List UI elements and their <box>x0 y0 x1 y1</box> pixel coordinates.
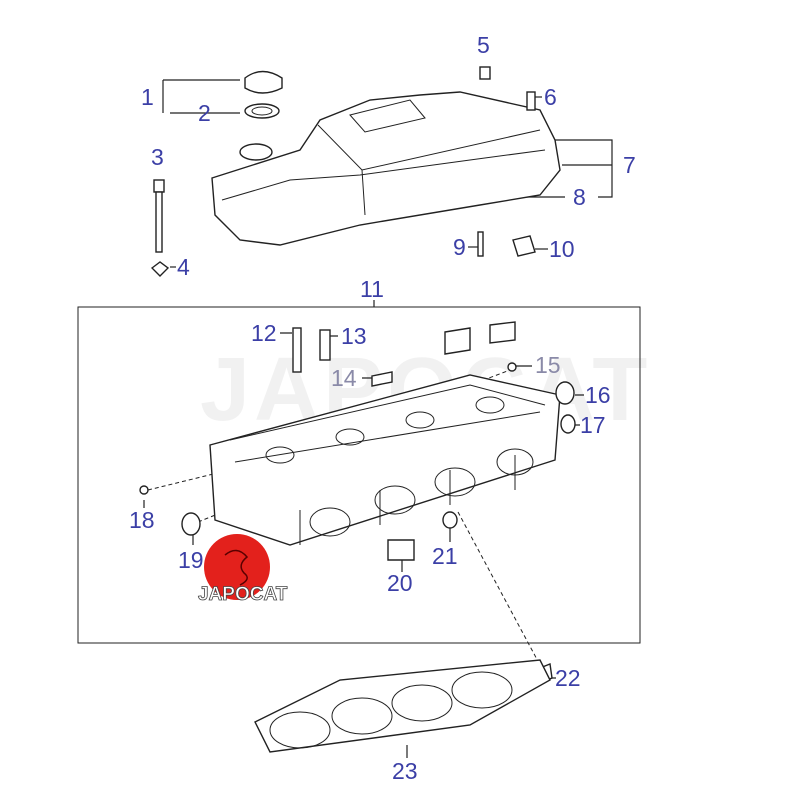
label-8: 8 <box>573 184 586 210</box>
label-13: 13 <box>341 323 367 349</box>
label-23: 23 <box>392 758 418 784</box>
pin-9 <box>477 231 484 257</box>
label-21: 21 <box>432 543 458 569</box>
label-19: 19 <box>178 547 204 573</box>
label-17: 17 <box>580 412 606 438</box>
oil-filler-cap <box>244 70 283 119</box>
label-9: 9 <box>453 234 466 260</box>
ball-15 <box>507 362 517 372</box>
label-15: 15 <box>535 352 561 378</box>
label-18: 18 <box>129 507 155 533</box>
bracket-10 <box>512 235 536 257</box>
valve-guide-12 <box>292 327 302 373</box>
cylinder-head-group-box <box>77 306 641 644</box>
seal-19 <box>181 512 201 536</box>
label-11: 11 <box>360 276 384 302</box>
stud-bolt <box>150 179 170 277</box>
label-12: 12 <box>251 320 277 346</box>
plug-21 <box>442 511 458 529</box>
seat-20 <box>387 539 415 561</box>
label-1: 1 <box>141 84 154 110</box>
plug-16 <box>555 381 575 405</box>
valve-guide-13 <box>319 329 331 361</box>
label-20: 20 <box>387 570 413 596</box>
label-7: 7 <box>623 152 636 178</box>
plug-14 <box>371 371 393 387</box>
label-4: 4 <box>177 254 190 280</box>
head-gasket <box>254 659 551 753</box>
label-5: 5 <box>477 32 490 58</box>
pin-18 <box>139 485 149 495</box>
label-3: 3 <box>151 144 164 170</box>
callout-labels: 1 2 3 4 5 6 7 8 9 10 11 12 13 14 15 16 1… <box>129 32 636 784</box>
bolt-5 <box>479 66 491 80</box>
cam-caps <box>444 321 516 355</box>
label-6: 6 <box>544 84 557 110</box>
plug-17 <box>560 414 576 434</box>
label-22: 22 <box>555 665 581 691</box>
label-2: 2 <box>198 100 211 126</box>
japocat-logo: JAPOCAT <box>198 534 288 605</box>
logo-text: JAPOCAT <box>198 584 288 605</box>
label-16: 16 <box>585 382 611 408</box>
label-10: 10 <box>549 236 575 262</box>
grommet-6 <box>526 91 536 111</box>
label-14: 14 <box>331 365 357 391</box>
cylinder-head <box>209 374 561 546</box>
valve-cover <box>211 91 561 246</box>
